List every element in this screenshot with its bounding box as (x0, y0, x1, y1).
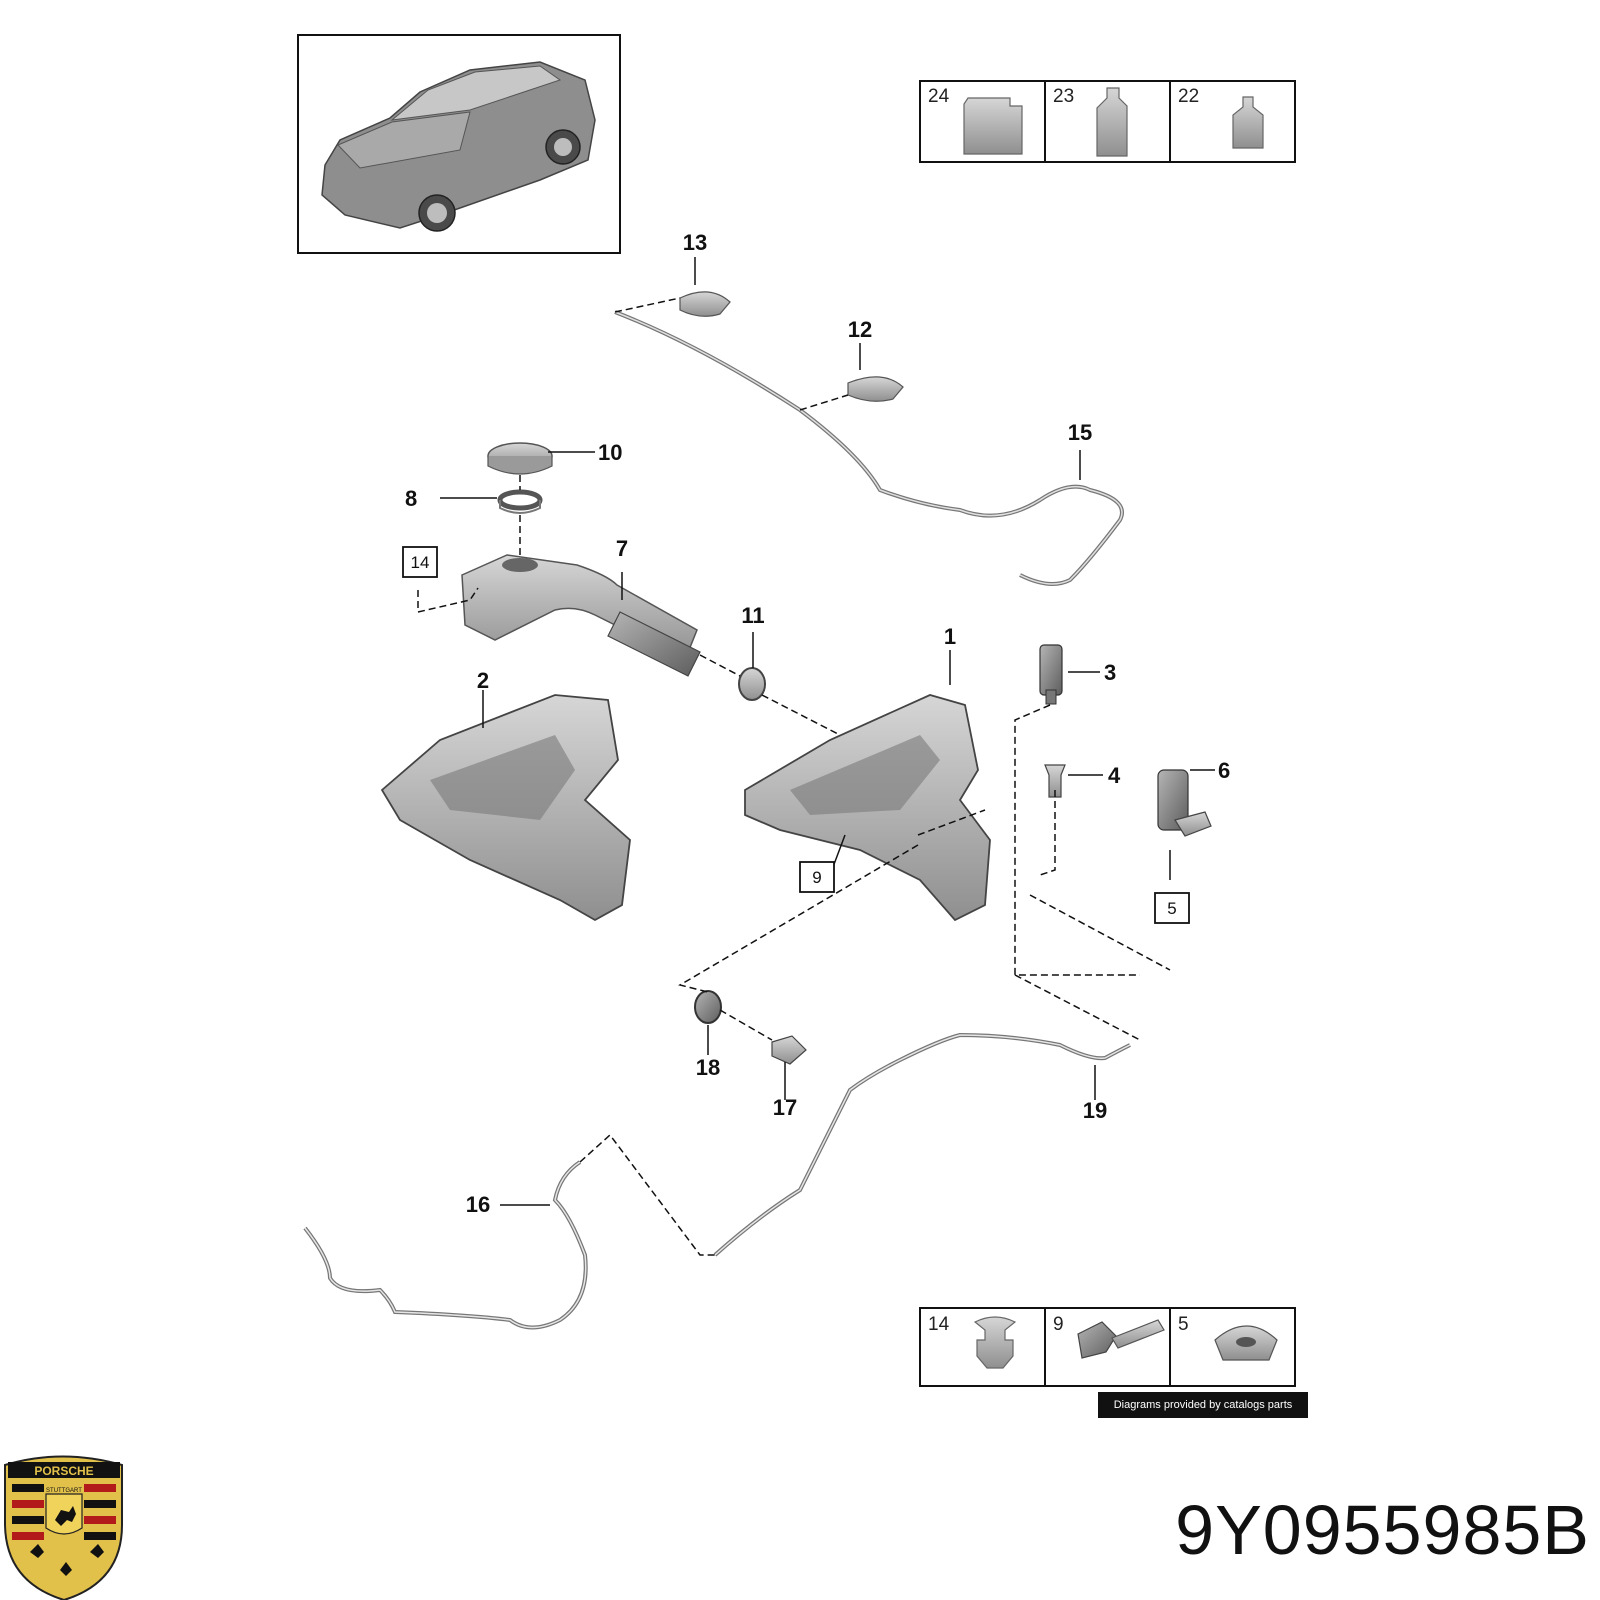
fluid-canister-icon (963, 97, 1023, 155)
level-sensor-7-shape (771, 1035, 807, 1065)
table-cell-9: 9 (1053, 1314, 1064, 1335)
clip-fastener-icon (973, 1316, 1017, 1369)
fluid-bottle-icon (1096, 87, 1128, 157)
callout-19: 19 (1083, 1098, 1107, 1123)
callout-2: 2 (477, 668, 489, 693)
filler-cap-assembly (487, 442, 553, 514)
nozzle-15-shape (847, 376, 904, 402)
callout-16: 13 (683, 230, 707, 255)
vehicle-thumbnail (297, 34, 621, 254)
callout-1: 1 (944, 624, 956, 649)
callout-6: 6 (1218, 758, 1230, 783)
dashed-connectors (417, 297, 1171, 1256)
boxed-callout-5: 5 (1167, 899, 1176, 918)
table-cell-14: 14 (928, 1314, 950, 1335)
filler-neck (461, 554, 701, 677)
pump-parts (1039, 644, 1212, 837)
callout-4: 4 (1108, 763, 1121, 788)
fluids-table: 24 23 22 (919, 80, 1296, 163)
boxed-callout-14: 14 (411, 553, 430, 572)
callout-labels: 13 12 15 10 8 7 11 1 2 3 4 6 18 17 19 16 (405, 230, 1230, 1217)
fluid-small-bottle-icon (1232, 96, 1264, 149)
table-cell-23: 23 (1053, 86, 1074, 107)
boxed-callouts: 14 9 5 (402, 546, 1190, 924)
antler-icon (30, 1544, 104, 1576)
bolt-shank-icon (1111, 1319, 1165, 1349)
callout-3: 3 (1104, 660, 1116, 685)
leader-lines (440, 257, 1215, 1206)
callout-11: 8 (405, 486, 417, 511)
table-cell-5: 5 (1178, 1314, 1189, 1335)
callout-7: 17 (773, 1095, 797, 1120)
callout-13: 11 (741, 603, 764, 628)
part-number: 9Y0955985B (1175, 1491, 1590, 1569)
boxed-callout-9: 9 (812, 868, 821, 887)
callout-18: 16 (466, 1192, 490, 1217)
table-cell-24: 24 (928, 86, 950, 107)
callout-15: 12 (848, 317, 872, 342)
callout-12: 10 (598, 440, 622, 465)
fasteners-table: 14 9 5 (919, 1307, 1296, 1387)
crest-brand-text: PORSCHE (34, 1464, 93, 1478)
grommet-8-shape (694, 990, 722, 1024)
table-cell-22: 22 (1178, 86, 1199, 107)
callout-10: 7 (616, 536, 628, 561)
nozzle-16-shape (679, 291, 731, 317)
grommet-13-shape (738, 667, 766, 701)
callout-17: 15 (1068, 420, 1092, 445)
bolt-head-icon (1077, 1321, 1117, 1359)
diagram-credit-label: Diagrams provided by catalogs parts (1098, 1392, 1308, 1418)
washer-hose-lower (303, 1032, 1131, 1330)
callout-8: 18 (696, 1055, 720, 1080)
porsche-crest-logo: PORSCHE STUTTGART (4, 1455, 123, 1600)
horse-icon (55, 1506, 76, 1526)
crest-city-text: STUTTGART (46, 1488, 82, 1494)
washer-hose-upper (614, 291, 1124, 586)
